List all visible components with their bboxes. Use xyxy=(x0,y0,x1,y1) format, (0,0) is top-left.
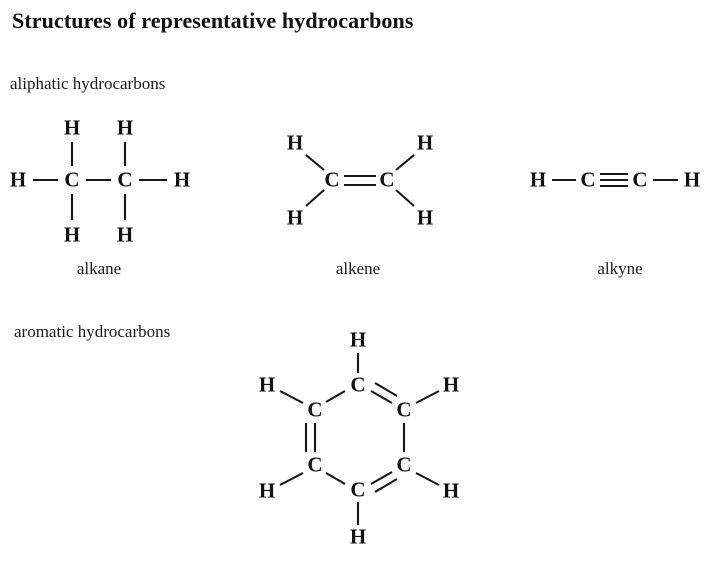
benzene-atom-c-top: C xyxy=(350,372,366,397)
alkene-atom-c2: C xyxy=(379,167,395,192)
alkene-atom-h-lower-right: H xyxy=(416,205,434,230)
alkane-bond-lines xyxy=(33,142,167,220)
alkyne-atom-c2: C xyxy=(632,167,648,192)
alkane-atom-h-c2-top: H xyxy=(116,115,134,140)
alkane-atom-c2: C xyxy=(117,167,133,192)
alkane-atom-h-right: H xyxy=(173,167,191,192)
structure-benzene: C C C C C C H H H H H H xyxy=(240,325,480,560)
alkene-bond-lines xyxy=(305,154,415,207)
caption-alkane: alkane xyxy=(76,259,122,278)
benzene-atom-c-upper-left: C xyxy=(307,397,323,422)
structure-alkane: H C C H H H H H xyxy=(0,110,210,255)
alkene-atom-h-upper-left: H xyxy=(286,130,304,155)
alkene-atom-h-upper-right: H xyxy=(416,130,434,155)
alkane-atom-h-left: H xyxy=(9,167,27,192)
alkane-atom-h-c1-bottom: H xyxy=(63,222,81,247)
alkyne-atom-h-right: H xyxy=(683,167,701,192)
alkyne-bond-lines xyxy=(552,172,678,188)
structure-alkyne: H C C H xyxy=(520,160,710,202)
structure-alkene: H H C C H H xyxy=(270,128,450,240)
aromatic-hydrocarbons-heading: aromatic hydrocarbons xyxy=(14,322,171,341)
benzene-atom-h-bottom: H xyxy=(349,524,367,549)
alkane-atom-c1: C xyxy=(64,167,80,192)
caption-alkyne: alkyne xyxy=(597,259,643,278)
benzene-atom-c-lower-right: C xyxy=(396,452,412,477)
alkyne-atom-c1: C xyxy=(580,167,596,192)
alkane-atom-h-c2-bottom: H xyxy=(116,222,134,247)
benzene-atom-h-lower-right: H xyxy=(442,478,460,503)
benzene-atom-c-bottom: C xyxy=(350,477,366,502)
benzene-atom-h-top: H xyxy=(349,327,367,352)
alkane-atom-h-c1-top: H xyxy=(63,115,81,140)
benzene-atom-h-upper-right: H xyxy=(442,372,460,397)
alkene-atom-c1: C xyxy=(324,167,340,192)
benzene-atom-h-upper-left: H xyxy=(258,372,276,397)
aliphatic-hydrocarbons-heading: aliphatic hydrocarbons xyxy=(10,74,166,93)
benzene-atom-h-lower-left: H xyxy=(258,478,276,503)
alkene-atom-h-lower-left: H xyxy=(286,205,304,230)
benzene-atom-c-upper-right: C xyxy=(396,397,412,422)
benzene-bond-lines xyxy=(279,353,440,525)
caption-alkene: alkene xyxy=(335,259,381,278)
alkyne-atom-h-left: H xyxy=(529,167,547,192)
benzene-atom-c-lower-left: C xyxy=(307,452,323,477)
page-title: Structures of representative hydrocarbon… xyxy=(12,8,414,33)
